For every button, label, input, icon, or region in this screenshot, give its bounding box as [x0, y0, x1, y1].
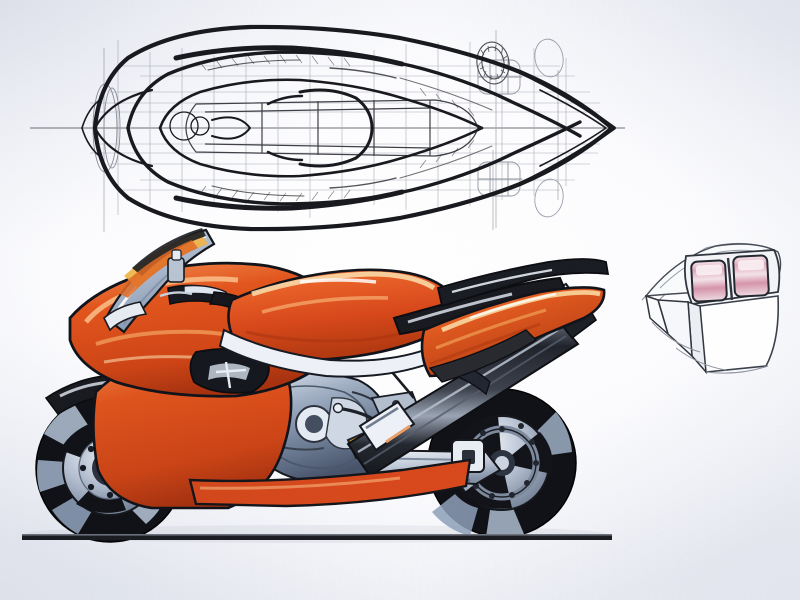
- top-view-body-plan: [185, 99, 479, 157]
- tail-underside: [428, 329, 538, 383]
- tail-upper-lip: [436, 258, 610, 308]
- exhaust-clamp-front: [358, 400, 416, 452]
- ground-line: [22, 534, 612, 540]
- licence-plate-panel: [698, 295, 780, 373]
- lamp-lens-right: [732, 254, 770, 298]
- lamp-lens-left: [690, 259, 728, 303]
- top-view-instrument-cluster: [476, 41, 510, 85]
- top-view-hatching: [199, 54, 475, 202]
- tail-cowl: [420, 286, 606, 378]
- mirror: [103, 301, 148, 332]
- taillight-sketch-lines: [651, 321, 769, 374]
- tail-detail-struts: [645, 294, 707, 375]
- top-view-ink-outline: [81, 24, 616, 232]
- top-view-construction-lines: [30, 40, 625, 218]
- top-view-mirror-stalks: [534, 38, 564, 218]
- lower-fairing-bottom: [188, 458, 472, 508]
